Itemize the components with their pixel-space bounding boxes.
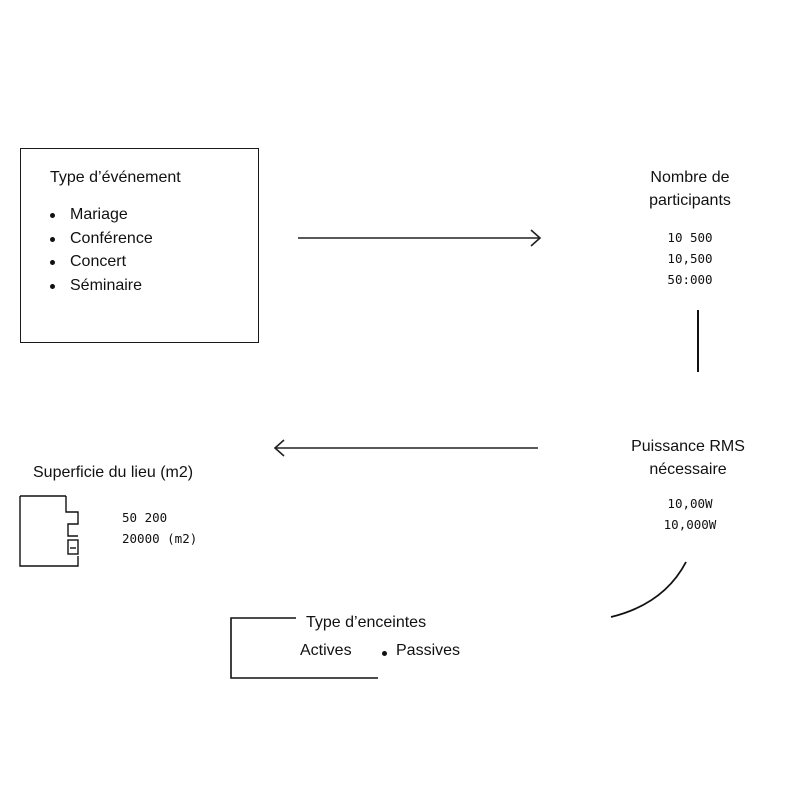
area-title: Superficie du lieu (m2): [33, 464, 194, 481]
participants-value: 10,500: [667, 251, 713, 266]
connector-curve: [610, 561, 687, 618]
event-type-item-seminaire: Séminaire: [49, 274, 153, 298]
event-type-box: [20, 148, 259, 343]
participants-values: 10 500 10,500 50:000: [640, 227, 740, 290]
enclosure-bracket: [230, 617, 378, 679]
participants-value: 50:000: [667, 272, 713, 287]
event-type-list: Mariage Conférence Concert Séminaire: [49, 203, 153, 297]
floor-plan-icon: [19, 495, 79, 567]
enclosure-option-passives: Passives: [380, 642, 460, 660]
event-type-item-conference: Conférence: [49, 227, 153, 251]
participants-title: Nombre de participants: [649, 169, 731, 209]
power-value: 10,00W: [667, 496, 713, 511]
area-value: 20000 (m2): [122, 531, 198, 546]
area-value: 50 200: [122, 510, 168, 525]
power-title: Puissance RMS nécessaire: [631, 438, 745, 478]
event-type-item-concert: Concert: [49, 250, 153, 274]
power-value: 10,000W: [663, 517, 717, 532]
arrow-left: [273, 439, 538, 457]
enclosure-option-actives: Actives: [300, 642, 352, 659]
event-type-title: Type d’événement: [50, 169, 181, 186]
event-type-item-mariage: Mariage: [49, 203, 153, 227]
arrow-right: [298, 229, 542, 247]
power-values: 10,00W 10,000W: [640, 493, 740, 535]
area-values: 50 200 20000 (m2): [122, 507, 197, 549]
participants-value: 10 500: [667, 230, 713, 245]
enclosure-title: Type d’enceintes: [306, 614, 427, 631]
